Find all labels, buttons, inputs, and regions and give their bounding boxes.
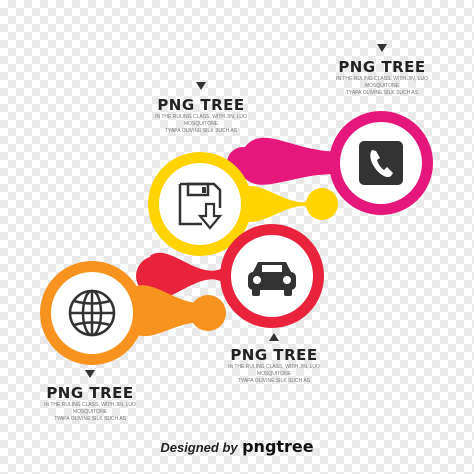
step-label-2: PNG TREE IN THE RULING CLASS, WITH JIN, … xyxy=(214,333,334,385)
designed-by-text: Designed by xyxy=(160,440,238,455)
step-title: PNG TREE xyxy=(157,96,245,114)
arrow-down-icon xyxy=(196,82,206,90)
red-node xyxy=(136,224,324,328)
step-desc-line: TYAPA OLIVINE SILK SUCH AS xyxy=(237,378,311,384)
step-desc-line: IN THE RULING CLASS, WITH JIN, LUO xyxy=(44,402,136,408)
step-label-3: PNG TREE IN THE RULING CLASS, WITH JIN, … xyxy=(141,82,261,135)
footer-credit: Designed by pngtree xyxy=(0,437,474,457)
step-desc-line: IN THE RULING CLASS, WITH JIN, LUO xyxy=(336,76,428,82)
phone-icon xyxy=(359,141,403,185)
step-desc-line: MOSQUITONE xyxy=(183,121,219,127)
brand-name: pngtree xyxy=(242,437,314,456)
step-desc-line: MOSQUITONE xyxy=(364,83,400,89)
step-label-4: PNG TREE IN THE RULING CLASS, WITH JIN, … xyxy=(322,44,442,97)
save-download-icon xyxy=(178,182,223,230)
globe-icon xyxy=(68,289,116,337)
step-desc-line: MOSQUITONE xyxy=(72,409,108,415)
arrow-down-icon xyxy=(85,370,95,378)
step-desc-line: TYAPA OLIVINE SILK SUCH AS xyxy=(53,416,127,422)
step-label-1: PNG TREE IN THE RULING CLASS, WITH JIN, … xyxy=(30,370,150,423)
step-desc-line: TYAPA OLIVINE SILK SUCH AS xyxy=(345,90,419,96)
step-title: PNG TREE xyxy=(338,58,426,76)
step-title: PNG TREE xyxy=(230,346,318,364)
step-desc-line: MOSQUITONE xyxy=(256,371,292,377)
arrow-down-icon xyxy=(377,44,387,52)
step-desc-line: IN THE RULING CLASS, WITH JIN, LUO xyxy=(155,114,247,120)
step-title: PNG TREE xyxy=(46,384,134,402)
arrow-up-icon xyxy=(269,333,279,341)
car-icon xyxy=(248,262,296,296)
step-desc-line: IN THE RULING CLASS, WITH JIN, LUO xyxy=(228,364,320,370)
step-desc-line: TYAPA OLIVINE SILK SUCH AS xyxy=(164,128,238,134)
